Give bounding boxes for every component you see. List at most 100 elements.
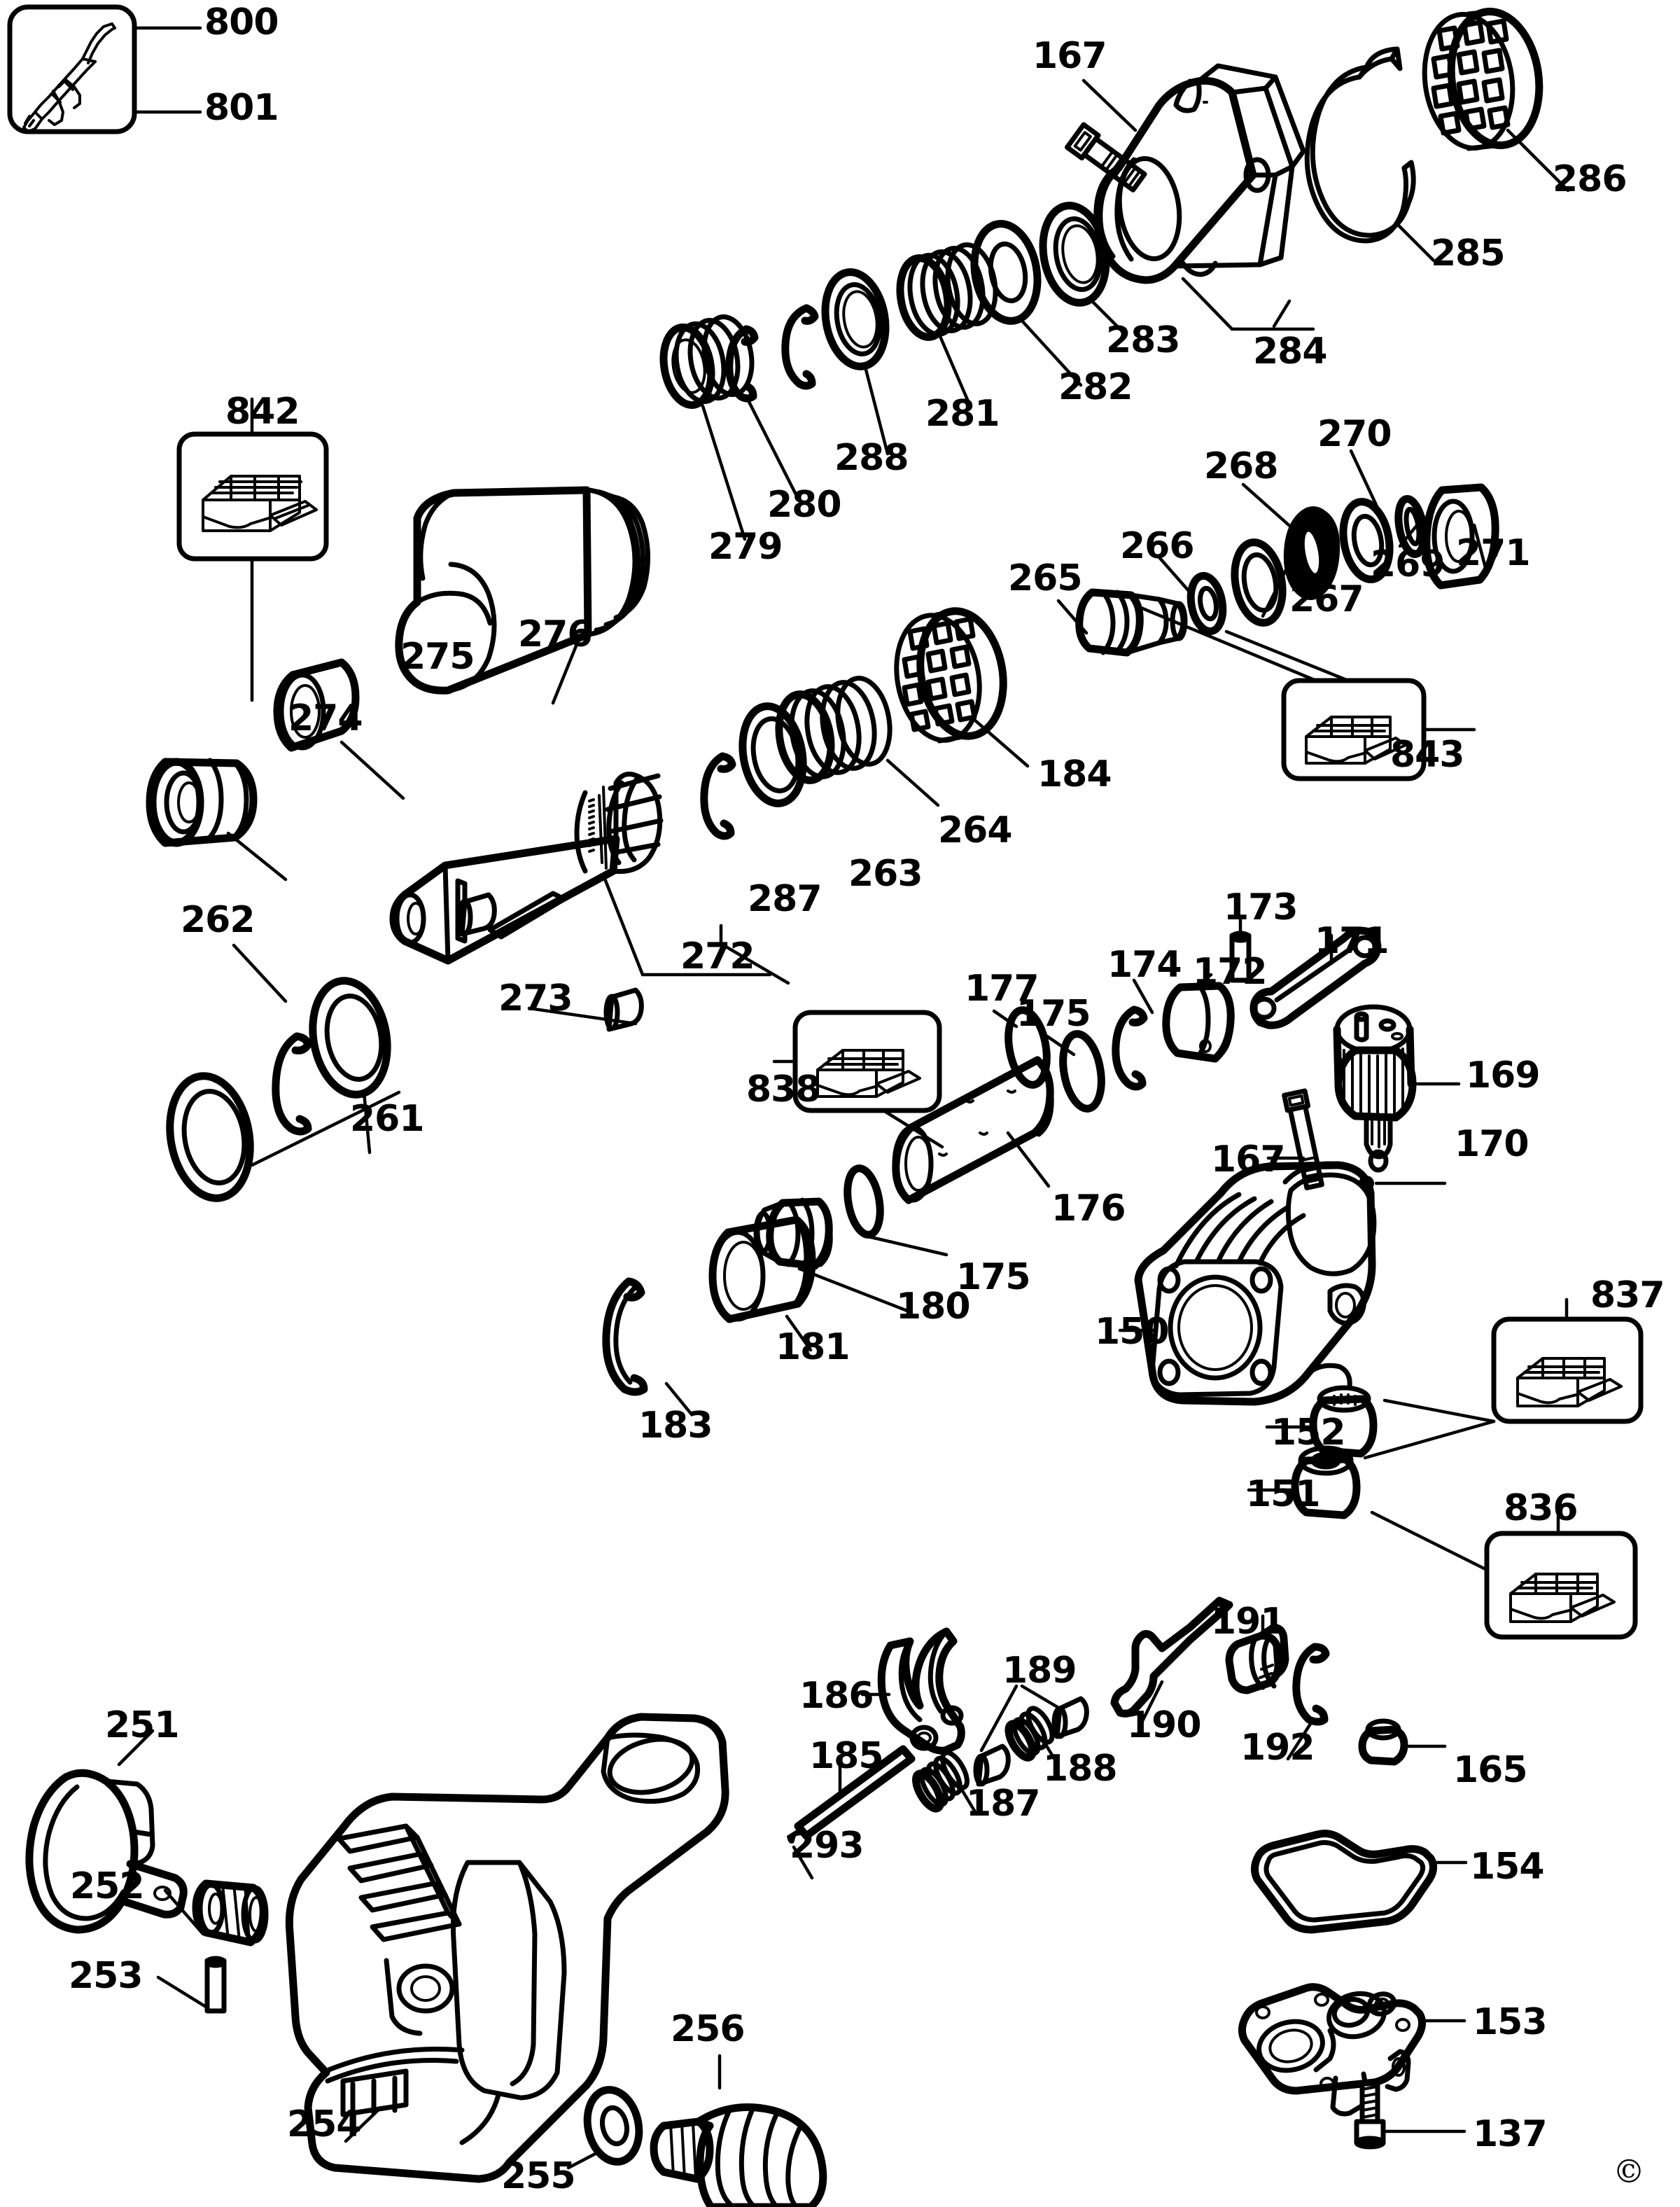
callout-269: 269: [1371, 543, 1446, 585]
callout-169: 169: [1466, 1054, 1541, 1096]
callout-175: 175: [956, 1256, 1031, 1298]
callout-192: 192: [1240, 1727, 1315, 1769]
o-ring-177-art: [992, 1006, 1051, 1089]
callout-177: 177: [965, 968, 1040, 1010]
callout-188: 188: [1043, 1748, 1118, 1790]
piston-172-art: [1162, 973, 1235, 1063]
callout-283: 283: [1106, 319, 1181, 361]
spring-clip-190-art: [1110, 1596, 1233, 1723]
callout-185: 185: [809, 1735, 884, 1777]
ring-set-261-262-art: [166, 943, 401, 1202]
ring-192-art: [1286, 1643, 1330, 1761]
grease-gun-inset-art: [7, 4, 202, 134]
grease-packet-842-art: [176, 397, 329, 702]
callout-251: 251: [105, 1704, 180, 1746]
callout-137: 137: [1473, 2113, 1548, 2155]
callout-266: 266: [1120, 525, 1195, 567]
callout-191: 191: [1211, 1601, 1286, 1643]
retaining-clip-285-art: [1304, 46, 1416, 244]
callout-186: 186: [799, 1675, 874, 1717]
callout-273: 273: [498, 977, 573, 1019]
callout-171: 171: [1315, 920, 1390, 962]
callout-268: 268: [1204, 445, 1279, 487]
o-ring-175-upper-art: [1041, 1030, 1105, 1113]
callout-264: 264: [938, 809, 1013, 851]
callout-181: 181: [776, 1326, 850, 1368]
callout-263: 263: [848, 853, 923, 895]
callout-287: 287: [748, 878, 822, 920]
pin-173-art: [1229, 915, 1252, 983]
callout-842: 842: [225, 391, 300, 433]
sleeve-181-art: [708, 1216, 816, 1352]
callout-800: 800: [204, 1, 279, 43]
ring-183-art: [602, 1277, 694, 1416]
callout-837: 837: [1590, 1274, 1665, 1316]
callout-167: 167: [1211, 1139, 1286, 1181]
grease-packet-836-art: [1370, 1510, 1638, 1640]
spring-264-art: [775, 676, 940, 807]
side-handle-254-art: [285, 1713, 729, 2183]
roll-pins-273-art: [456, 892, 644, 1032]
callout-801: 801: [204, 87, 279, 129]
ball-bearing-151-art: [1247, 1445, 1361, 1519]
callout-267: 267: [1289, 578, 1364, 620]
callout-261: 261: [350, 1098, 425, 1140]
callout-286: 286: [1553, 158, 1628, 200]
callout-256: 256: [671, 2008, 746, 2050]
callout-253: 253: [69, 1955, 144, 1997]
bushing-252-art: [163, 1879, 269, 1947]
screw-167-mid-art: [1266, 1088, 1324, 1190]
callout-252: 252: [70, 1865, 145, 1907]
mode-lever-191-art: [1225, 1614, 1289, 1694]
spring-pin-set-art: [912, 1684, 1089, 1813]
callout-836: 836: [1504, 1487, 1578, 1529]
gear-case-cover-153-art: [1238, 1983, 1466, 2117]
callout-174: 174: [1107, 944, 1182, 986]
callout-175: 175: [1016, 993, 1091, 1035]
shift-fork-186-art: [860, 1627, 965, 1755]
callout-265: 265: [1008, 557, 1083, 599]
callout-262: 262: [181, 899, 255, 941]
callout-288: 288: [834, 437, 909, 479]
screw-137-art: [1354, 2081, 1466, 2150]
callout-167: 167: [1032, 35, 1107, 77]
callout-152: 152: [1271, 1412, 1346, 1454]
callout-275: 275: [400, 636, 475, 678]
callout-151: 151: [1246, 1473, 1321, 1515]
callout-184: 184: [1037, 753, 1112, 795]
callout-843: 843: [1390, 734, 1465, 776]
sleeve-276-art: [395, 486, 650, 705]
cylinder-176-art: [892, 1056, 1054, 1204]
clutch-gear-184-art: [894, 607, 1030, 768]
callout-254: 254: [287, 2103, 362, 2145]
copyright-mark: ©: [1613, 2152, 1645, 2190]
callout-165: 165: [1453, 1749, 1528, 1791]
shift-rod-185-art: [787, 1745, 916, 1880]
washer-stack-267-271-art: [1157, 449, 1499, 636]
knob-169-art: [1333, 1004, 1461, 1191]
plunger-265-art: [1056, 588, 1188, 657]
gear-case-150-art: [1118, 1161, 1377, 1406]
callout-172: 172: [1193, 951, 1268, 993]
knob-256-art: [650, 2054, 827, 2207]
grease-packet-843-art: [1139, 606, 1476, 781]
ring-stack-top-art: [659, 202, 1110, 409]
callout-154: 154: [1470, 1846, 1545, 1888]
callout-189: 189: [1002, 1650, 1077, 1692]
callout-279: 279: [708, 526, 783, 568]
callout-293: 293: [790, 1825, 864, 1867]
gasket-154-art: [1251, 1830, 1468, 1934]
callout-270: 270: [1317, 413, 1392, 455]
callout-153: 153: [1473, 2001, 1548, 2043]
o-ring-175-lower-art: [844, 1164, 948, 1257]
callout-274: 274: [288, 697, 363, 739]
pin-253-art: [156, 1956, 227, 2014]
connecting-rod-171-art: [1250, 926, 1382, 1029]
callout-183: 183: [638, 1405, 713, 1447]
clip-174-art: [1112, 978, 1154, 1091]
washer-263-art: [738, 702, 807, 807]
grease-packet-838-art: [772, 1010, 944, 1149]
callout-276: 276: [518, 613, 593, 655]
leader-lines-top: [701, 223, 1436, 541]
